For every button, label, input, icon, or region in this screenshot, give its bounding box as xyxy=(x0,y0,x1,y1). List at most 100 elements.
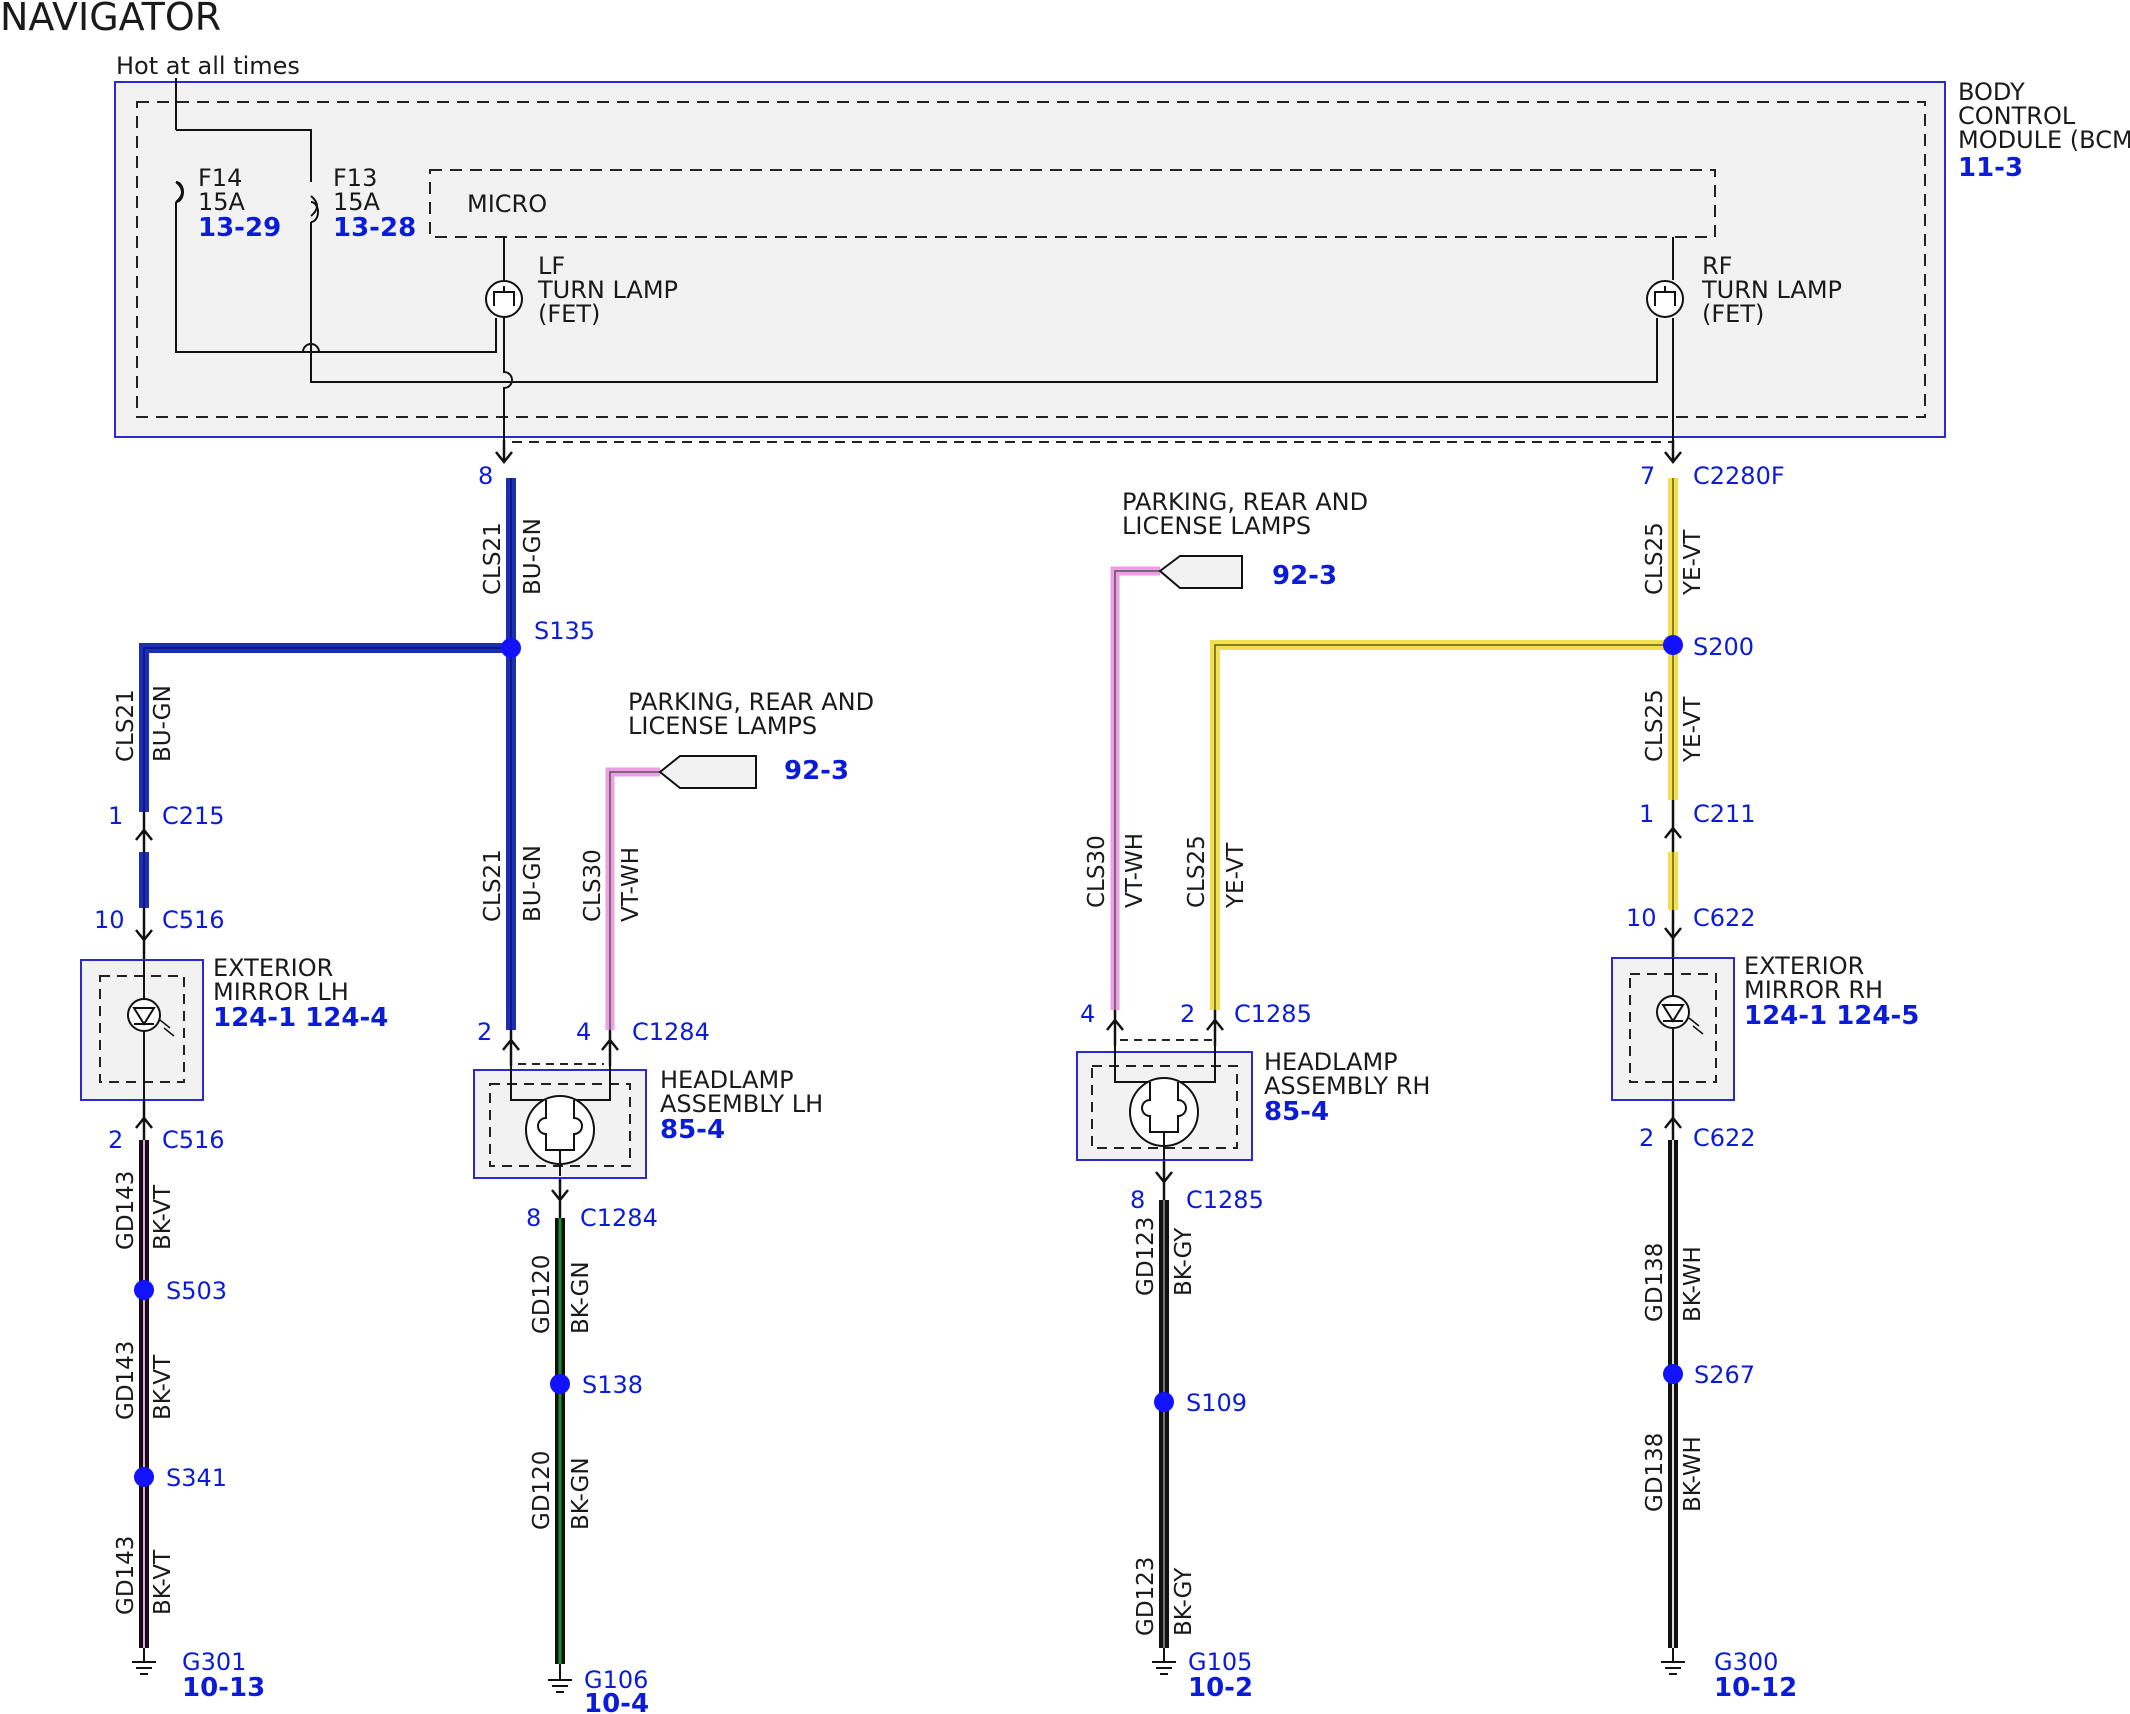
ground-g105-ref: 10-2 xyxy=(1188,1673,1253,1703)
fuse-f14-icon xyxy=(175,181,183,203)
c516-top-pin: 10 xyxy=(94,906,125,934)
wire-lbl-gd120-b: GD120 xyxy=(529,1451,555,1530)
lf-fet-line-3: (FET) xyxy=(538,300,600,328)
ground-g106-icon xyxy=(548,1664,572,1693)
wire-lbl-gd123-b: GD123 xyxy=(1133,1557,1159,1636)
splice-s503: S503 xyxy=(166,1277,227,1305)
mirror-lh-line-1: EXTERIOR xyxy=(213,954,333,982)
diagram-title: NAVIGATOR xyxy=(0,0,221,39)
bcm-name-line-2: CONTROL xyxy=(1958,102,2076,130)
headlamp-assembly-lh xyxy=(473,1066,647,1179)
wire-lbl-gd138-b: GD138 xyxy=(1642,1433,1668,1512)
wire-lbl-bk-wh-b: BK-WH xyxy=(1680,1436,1706,1512)
bcm-name-line-3: MODULE (BCM) xyxy=(1958,126,2130,154)
c1285-bot-pin: 8 xyxy=(1130,1186,1145,1214)
wire-lbl-bk-gy-b: BK-GY xyxy=(1171,1567,1197,1636)
c622-top-pin: 10 xyxy=(1626,904,1657,932)
parking-right-line-2: LICENSE LAMPS xyxy=(1122,512,1311,540)
c215-label: C215 xyxy=(162,802,225,830)
ground-g300-ref: 10-12 xyxy=(1714,1673,1797,1703)
splice-s109: S109 xyxy=(1186,1389,1247,1417)
wire-cls25-ye-vt xyxy=(1210,478,1678,1010)
bcm-name-line-1: BODY xyxy=(1958,78,2025,106)
wire-lbl-bu-gn-b: BU-GN xyxy=(150,685,176,762)
headlamp-lh-line-2: ASSEMBLY LH xyxy=(660,1090,823,1118)
c1285-pin-a: 4 xyxy=(1080,1000,1095,1028)
fuse-f13-rating: 15A xyxy=(333,188,381,216)
ground-g301-name: G301 xyxy=(182,1648,246,1676)
wire-lbl-ye-vt-a: YE-VT xyxy=(1223,842,1249,909)
mirror-lh-line-2: MIRROR LH xyxy=(213,978,349,1006)
c622-bot-pin: 2 xyxy=(1639,1124,1654,1152)
splice-s138: S138 xyxy=(582,1371,643,1399)
wire-lbl-cls25-a: CLS25 xyxy=(1184,835,1210,908)
wire-lbl-vt-wh-b: VT-WH xyxy=(1122,833,1148,908)
connector-arrows xyxy=(135,800,1682,1218)
lf-fet-icon xyxy=(485,280,523,318)
bcm-rf-conn: C2280F xyxy=(1693,462,1785,490)
headlamp-rh-line-1: HEADLAMP xyxy=(1264,1048,1398,1076)
splice-s138-icon xyxy=(550,1374,570,1394)
wire-lbl-bu-gn-a: BU-GN xyxy=(520,518,546,595)
body-control-module xyxy=(114,81,1946,438)
splice-s503-icon xyxy=(134,1280,154,1300)
splice-s341-icon xyxy=(134,1467,154,1487)
splice-s341: S341 xyxy=(166,1464,227,1492)
parking-right-line-1: PARKING, REAR AND xyxy=(1122,488,1368,516)
fuse-f13-icon xyxy=(310,195,318,217)
bulb-rh-icon xyxy=(1129,1077,1199,1160)
fuse-f14-ref: 13-29 xyxy=(198,213,281,243)
rf-fet-icon xyxy=(1646,280,1684,318)
c211-pin: 1 xyxy=(1639,800,1654,828)
rf-fet-line-3: (FET) xyxy=(1702,300,1764,328)
c622-top-label: C622 xyxy=(1693,904,1756,932)
c622-bot-label: C622 xyxy=(1693,1124,1756,1152)
splice-s135-icon xyxy=(501,638,521,658)
exterior-mirror-lh xyxy=(80,959,204,1101)
mirror-lh-ref: 124-1 124-4 xyxy=(213,1003,388,1033)
ground-g301-icon xyxy=(132,1648,156,1675)
parking-left-line-1: PARKING, REAR AND xyxy=(628,688,874,716)
wire-lbl-bu-gn-c: BU-GN xyxy=(520,845,546,922)
parking-right-ref: 92-3 xyxy=(1272,561,1337,591)
fuse-f13-name: F13 xyxy=(333,164,377,192)
splice-s135: S135 xyxy=(534,617,595,645)
wire-lbl-cls30-b: CLS30 xyxy=(1084,835,1110,908)
ground-g106-ref: 10-4 xyxy=(584,1689,649,1714)
wire-lbl-gd120-a: GD120 xyxy=(529,1255,555,1334)
mirror-rh-line-2: MIRROR RH xyxy=(1744,976,1883,1004)
fuse-f14-name: F14 xyxy=(198,164,242,192)
wire-lbl-gd143-a: GD143 xyxy=(113,1171,139,1250)
bcm-rf-pin: 7 xyxy=(1640,462,1655,490)
wire-lbl-cls21-b: CLS21 xyxy=(113,689,139,762)
bcm-ref: 11-3 xyxy=(1958,153,2023,183)
wire-cls21-bu-gn xyxy=(139,478,516,1030)
wire-lbl-cls30-a: CLS30 xyxy=(580,849,606,922)
wire-cls30-vt-wh xyxy=(605,566,1160,1030)
wire-lbl-bk-vt-a: BK-VT xyxy=(150,1184,176,1250)
headlamp-rh-line-2: ASSEMBLY RH xyxy=(1264,1072,1430,1100)
c211-label: C211 xyxy=(1693,800,1756,828)
wire-lbl-bk-vt-c: BK-VT xyxy=(150,1549,176,1615)
fuse-f13-ref: 13-28 xyxy=(333,213,416,243)
wire-lbl-cls25-b: CLS25 xyxy=(1642,522,1668,595)
c516-top-label: C516 xyxy=(162,906,225,934)
c1284-pin-b: 4 xyxy=(576,1018,591,1046)
wire-lbl-bk-vt-b: BK-VT xyxy=(150,1354,176,1420)
headlamp-lh-ref: 85-4 xyxy=(660,1115,725,1145)
lf-fet-line-1: LF xyxy=(538,252,565,280)
ground-g300-name: G300 xyxy=(1714,1648,1778,1676)
ground-g105-name: G105 xyxy=(1188,1648,1252,1676)
wire-lbl-gd143-b: GD143 xyxy=(113,1341,139,1420)
wire-lbl-cls21-c: CLS21 xyxy=(480,849,506,922)
c215-pin: 1 xyxy=(108,802,123,830)
headlamp-assembly-rh xyxy=(1076,1039,1253,1161)
power-label: Hot at all times xyxy=(116,52,300,80)
wire-lbl-bk-gn-a: BK-GN xyxy=(568,1261,594,1334)
wire-lbl-gd123-a: GD123 xyxy=(1133,1217,1159,1296)
mirror-rh-ref: 124-1 124-5 xyxy=(1744,1001,1919,1031)
ground-g300-icon xyxy=(1661,1648,1685,1675)
splice-s200: S200 xyxy=(1693,633,1754,661)
splice-s200-icon xyxy=(1663,635,1683,655)
